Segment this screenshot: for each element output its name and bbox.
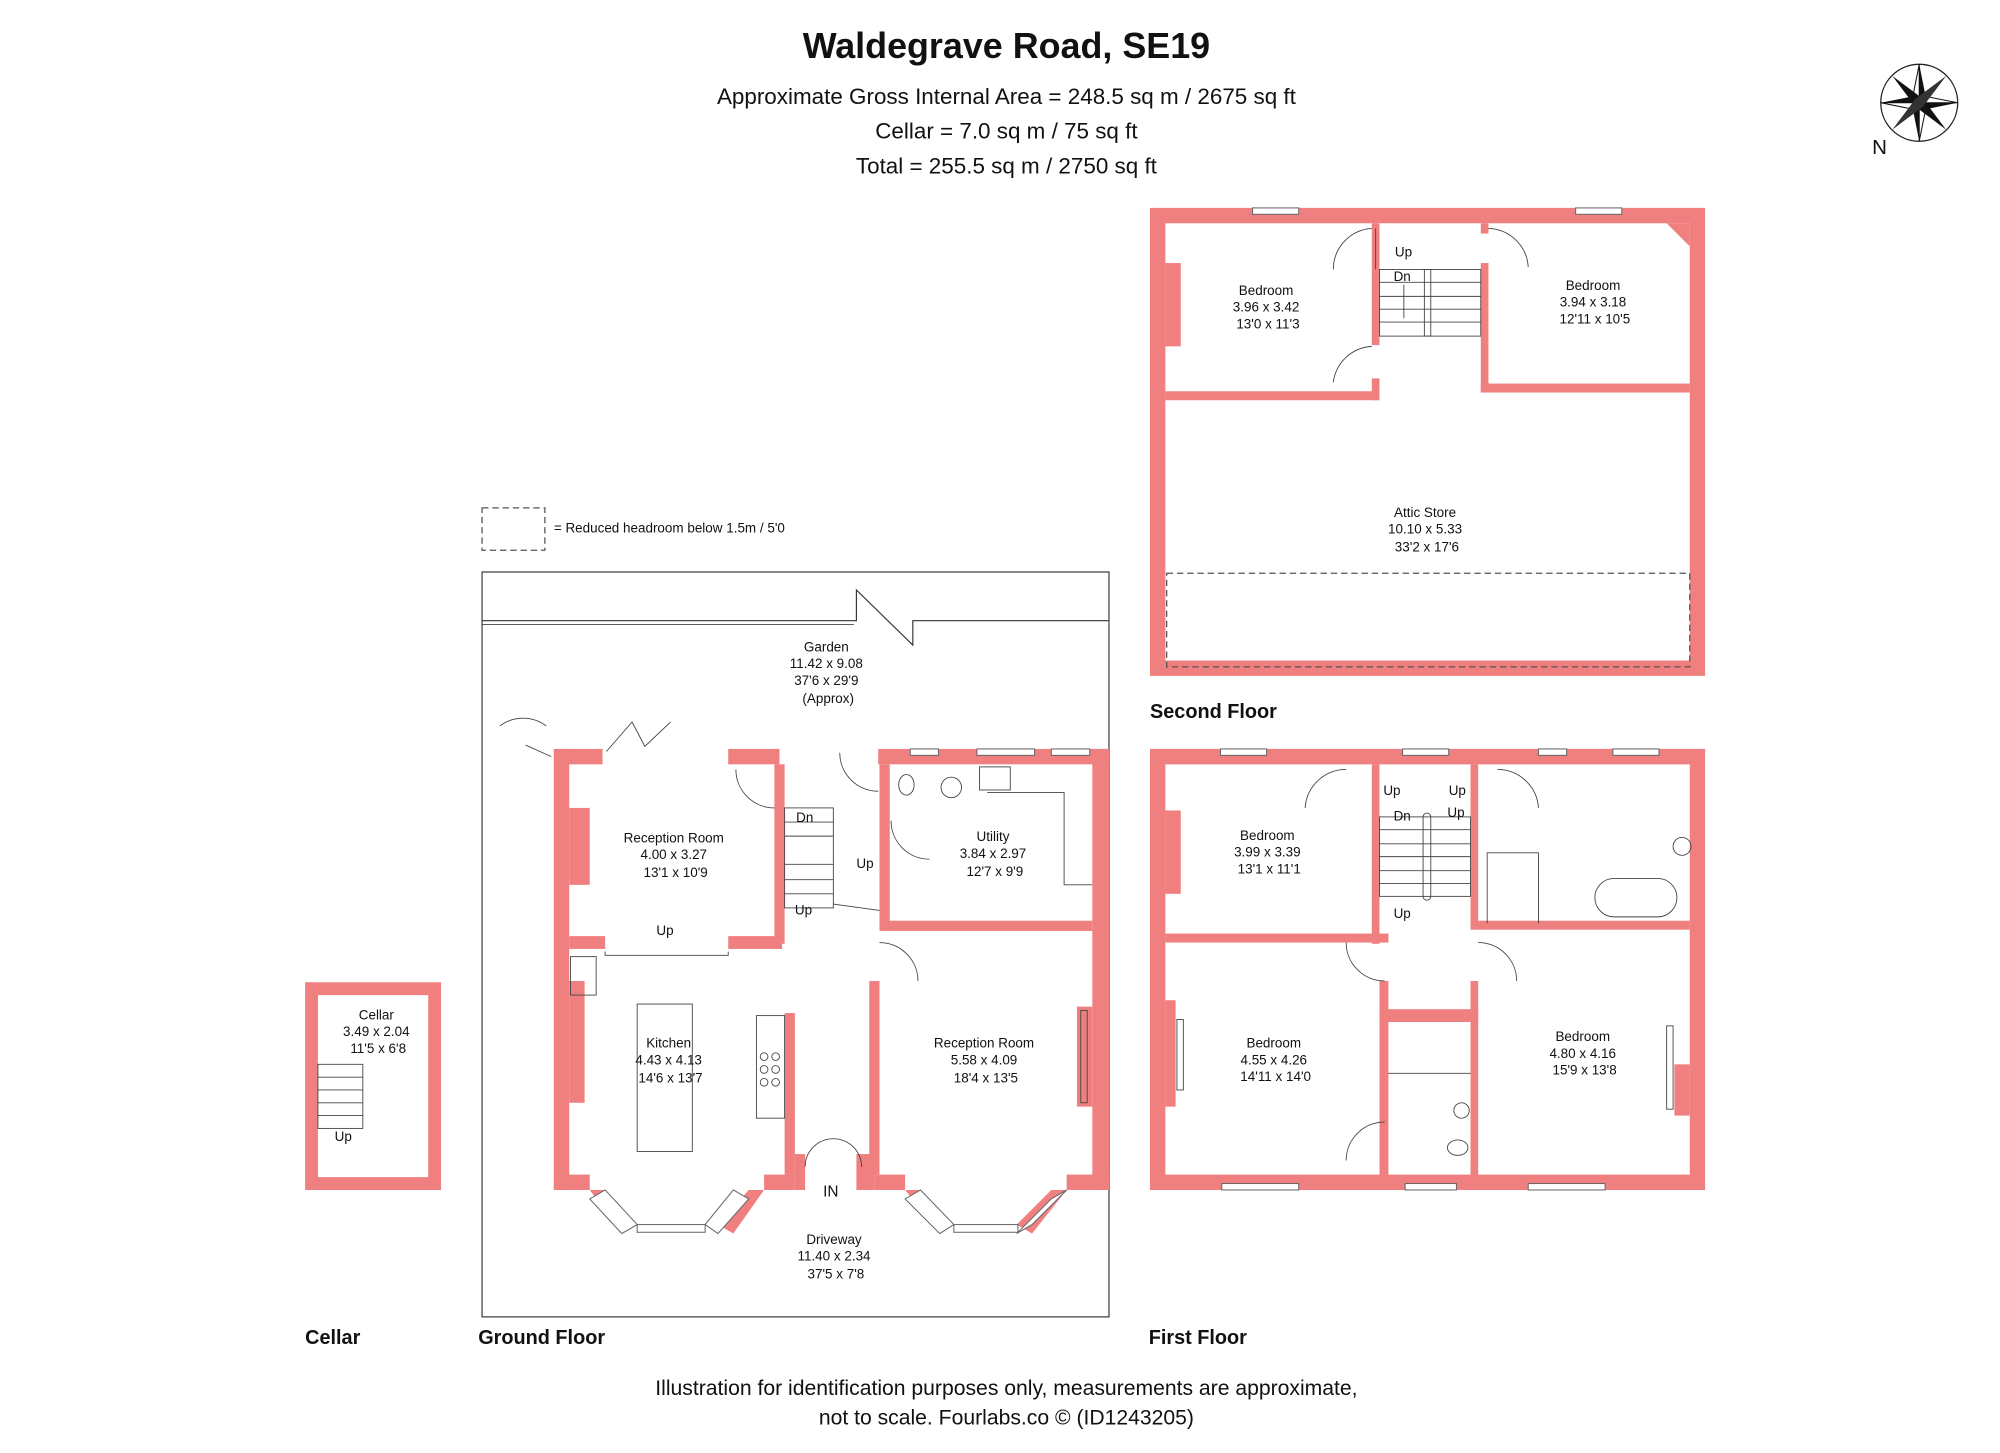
step-up-label: Up: [656, 923, 673, 938]
window: [1050, 748, 1091, 756]
reduced-headroom-area: [1166, 572, 1691, 668]
legend-dashed-box: [481, 507, 546, 551]
window: [1402, 748, 1450, 756]
room-label-reception-room: Reception Room 4.00 x 3.27 13'1 x 10'9: [624, 831, 728, 881]
room-label-driveway: Driveway 11.40 x 2.34 37'5 x 7'8: [797, 1232, 874, 1282]
area-line: Cellar = 7.0 sq m / 75 sq ft: [875, 119, 1138, 144]
window: [1612, 748, 1660, 756]
stair-up-label: Up: [856, 856, 873, 871]
second-floor-plan: Bedroom 3.96 x 3.42 13'0 x 11'3 Bedroom …: [1150, 207, 1706, 676]
window: [909, 748, 939, 756]
bay-window: [588, 1189, 638, 1235]
window: [1221, 1183, 1300, 1191]
stair-up-label: Up: [1383, 783, 1400, 798]
bay-window: [904, 1189, 955, 1235]
window: [1537, 748, 1568, 756]
room-label-bedroom: Bedroom 4.80 x 4.16 15'9 x 13'8: [1549, 1029, 1619, 1077]
bay-window: [636, 1224, 706, 1233]
stair-up-label: Up: [335, 1129, 352, 1144]
stair-down-label: Dn: [1394, 809, 1411, 824]
room-label-bedroom: Bedroom 3.96 x 3.42 13'0 x 11'3: [1233, 283, 1303, 331]
area-line: Total = 255.5 sq m / 2750 sq ft: [856, 153, 1158, 178]
room-label-kitchen: Kitchen 4.43 x 4.13 14'6 x 13'7: [635, 1036, 705, 1086]
legend-text: = Reduced headroom below 1.5m / 5'0: [554, 520, 785, 535]
page-title: Waldegrave Road, SE19: [803, 26, 1210, 66]
cellar-plan: Cellar 3.49 x 2.04 11'5 x 6'8 Up: [305, 982, 442, 1190]
window: [1527, 1183, 1606, 1191]
stair-up-label: Up: [1447, 805, 1464, 820]
room-label-garden: Garden 11.42 x 9.08 37'6 x 29'9 (Approx): [790, 640, 867, 706]
bay-window: [953, 1224, 1019, 1233]
compass-icon: [1880, 63, 1959, 142]
disclaimer-line: Illustration for identification purposes…: [655, 1377, 1357, 1400]
room-label-attic-store: Attic Store 10.10 x 5.33 33'2 x 17'6: [1388, 505, 1466, 555]
floor-label-cellar: Cellar: [305, 1327, 360, 1349]
floor-label-ground: Ground Floor: [478, 1327, 605, 1349]
bay-window: [1016, 1189, 1068, 1234]
room-label-utility: Utility 3.84 x 2.97 12'7 x 9'9: [960, 829, 1030, 879]
room-label-bedroom: Bedroom 3.94 x 3.18 12'11 x 10'5: [1560, 278, 1631, 326]
bay-window: [704, 1189, 750, 1235]
first-floor-plan: Bedroom 3.99 x 3.39 13'1 x 11'1 Bedroom …: [1150, 748, 1706, 1191]
stair-down-label: Dn: [796, 810, 813, 825]
room-label-reception-room: Reception Room 5.58 x 4.09 18'4 x 13'5: [934, 1036, 1038, 1086]
entrance-label: IN: [823, 1183, 838, 1200]
compass-north-label: N: [1872, 136, 1887, 159]
window: [1220, 748, 1268, 756]
stair-up-label: Up: [1395, 245, 1412, 260]
room-label-cellar: Cellar 3.49 x 2.04 11'5 x 6'8: [343, 1007, 413, 1055]
floor-label-first: First Floor: [1149, 1327, 1247, 1349]
window: [976, 748, 1036, 756]
disclaimer-line: not to scale. Fourlabs.co © (ID1243205): [819, 1407, 1194, 1430]
ground-floor-plan: Garden 11.42 x 9.08 37'6 x 29'9 (Approx)…: [481, 571, 1110, 1318]
window: [1575, 207, 1623, 215]
floor-label-second: Second Floor: [1150, 701, 1277, 723]
window: [1252, 207, 1300, 215]
stair-down-label: Dn: [1394, 269, 1411, 284]
area-line: Approximate Gross Internal Area = 248.5 …: [717, 84, 1297, 109]
room-label-bedroom: Bedroom 3.99 x 3.39 13'1 x 11'1: [1234, 828, 1304, 876]
stair-up-label: Up: [1394, 906, 1411, 921]
stair-up-label: Up: [1449, 783, 1466, 798]
room-label-bedroom: Bedroom 4.55 x 4.26 14'11 x 14'0: [1240, 1036, 1311, 1084]
window: [1404, 1183, 1457, 1191]
stair-up-label: Up: [795, 902, 812, 917]
